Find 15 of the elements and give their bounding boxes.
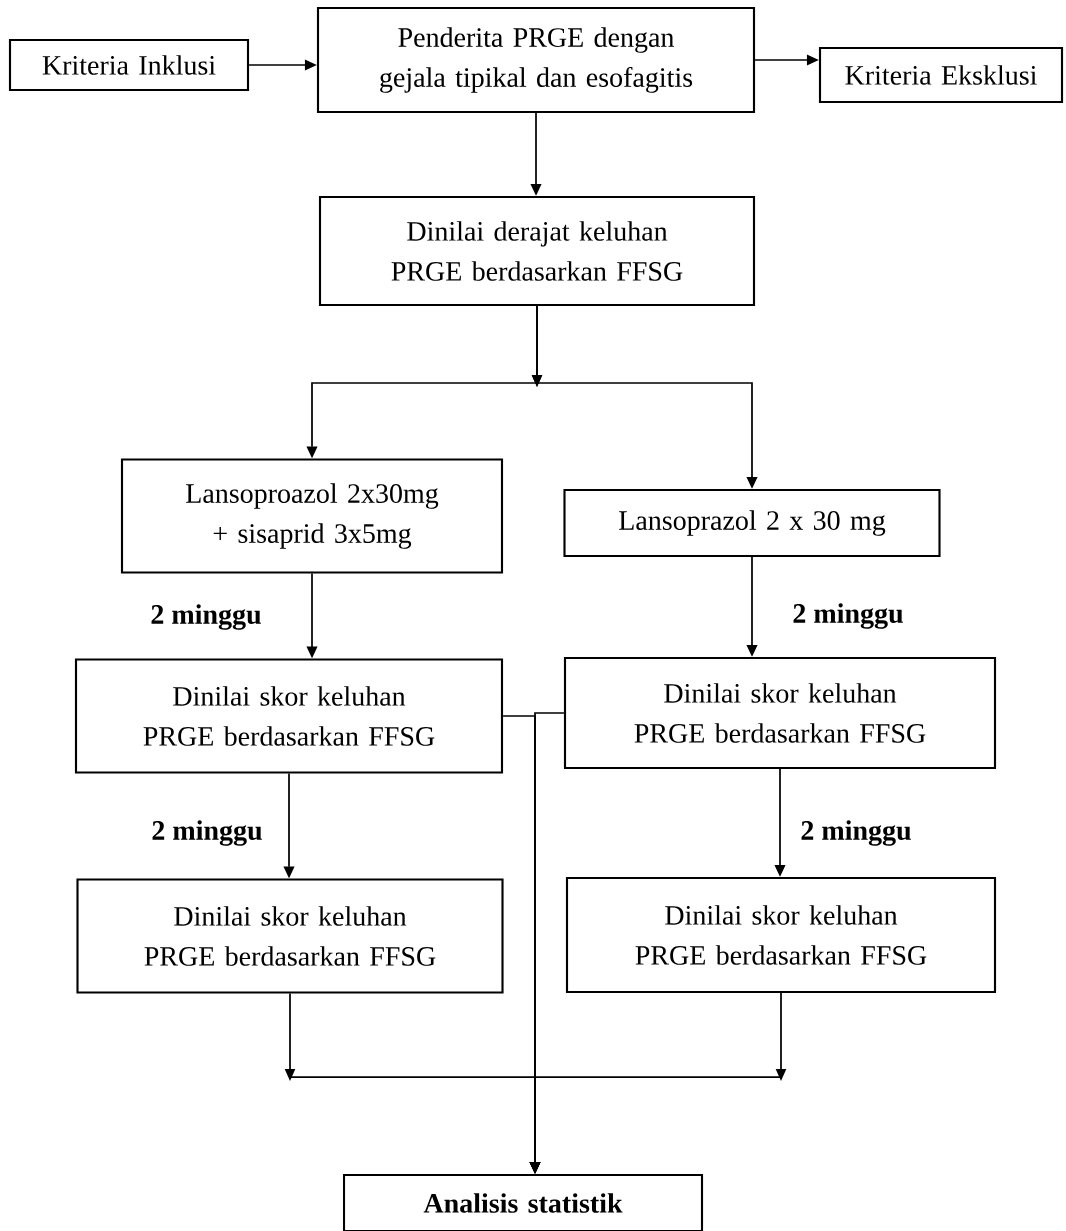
process-box: Dinilai derajat keluhan PRGE berdasarkan FFSG: [318, 195, 756, 307]
process-box: Dinilai skor keluhan PRGE berdasarkan FFSG: [76, 878, 504, 994]
process-box: Penderita PRGE dengan gejala tipikal dan esofagitis: [316, 6, 756, 114]
process-box: Dinilai skor keluhan PRGE berdasarkan FFSG: [563, 656, 997, 770]
process-box: Lansoproazol 2x30mg + sisaprid 3x5mg: [120, 458, 504, 574]
edge-label: 2 minggu: [799, 818, 913, 848]
edge-label: 2 minggu: [791, 601, 905, 631]
edge-label: 2 minggu: [149, 602, 263, 632]
process-box: Dinilai skor keluhan PRGE berdasarkan FFSG: [565, 876, 997, 994]
edge-label: 2 minggu: [150, 818, 264, 848]
process-box: Analisis statistik: [342, 1173, 704, 1231]
process-box: Kriteria Eksklusi: [818, 46, 1064, 104]
process-box: Lansoprazol 2 x 30 mg: [563, 488, 941, 558]
process-box: Kriteria Inklusi: [8, 38, 250, 92]
process-box: Dinilai skor keluhan PRGE berdasarkan FFSG: [74, 658, 504, 774]
